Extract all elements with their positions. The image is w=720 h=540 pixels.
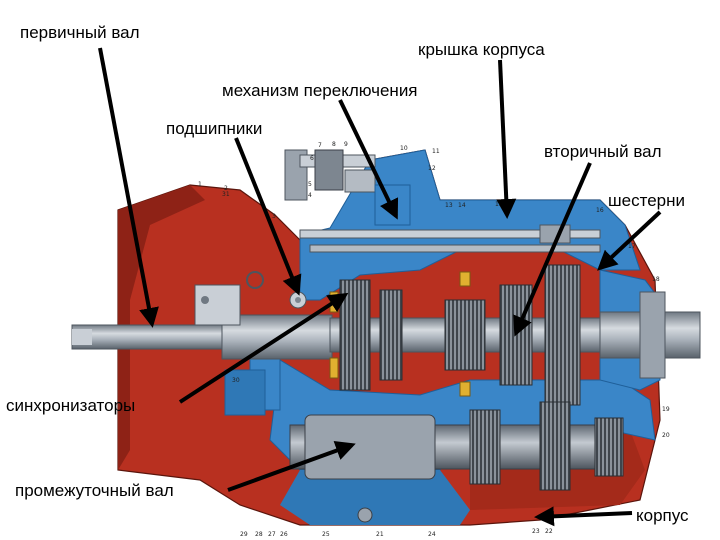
- label-secondary-shaft: вторичный вал: [544, 142, 662, 161]
- label-primary-shaft: первичный вал: [20, 23, 140, 42]
- part-number: 11: [432, 148, 440, 155]
- arrow-bearings: [234, 137, 302, 296]
- part-number: 26: [280, 531, 288, 538]
- part-number: 1: [198, 181, 202, 188]
- part-number: 29: [240, 531, 248, 538]
- part-number: 30: [232, 377, 240, 384]
- part-number: 18: [652, 276, 660, 283]
- part-number: 15: [495, 201, 503, 208]
- label-bearings: подшипники: [166, 119, 263, 138]
- part-number: 2: [224, 185, 228, 192]
- part-number: 17: [628, 243, 636, 250]
- part-number: 19: [662, 406, 670, 413]
- label-shift-mechanism: механизм переключения: [222, 81, 418, 100]
- arrow-secondary-shaft: [513, 162, 592, 337]
- input-shaft: [71, 314, 333, 360]
- label-countershaft: промежуточный вал: [15, 481, 174, 500]
- part-number: 14: [458, 202, 466, 209]
- countershaft: [289, 401, 624, 523]
- part-number: 5: [308, 181, 312, 188]
- part-number: 31: [222, 191, 230, 198]
- arrow-gears: [597, 210, 662, 271]
- label-housing-cover: крышка корпуса: [418, 40, 545, 59]
- part-number: 24: [428, 531, 436, 538]
- part-number: 12: [428, 165, 436, 172]
- label-gears: шестерни: [608, 191, 685, 210]
- part-number: 16: [596, 207, 604, 214]
- label-housing: корпус: [636, 506, 689, 525]
- arrow-countershaft: [227, 441, 356, 492]
- part-numbers: 1 2 3 4 5 6 7 8 9 10 11 12 13 14 15 16 1…: [198, 141, 670, 538]
- arrow-housing-cover: [496, 59, 517, 219]
- part-number: 20: [662, 432, 670, 439]
- part-number: 25: [322, 531, 330, 538]
- part-number: 9: [344, 141, 348, 148]
- part-number: 7: [318, 142, 322, 149]
- part-number: 3: [272, 213, 276, 220]
- arrow-housing: [534, 506, 633, 527]
- part-number: 22: [545, 528, 553, 535]
- part-number: 6: [310, 155, 314, 162]
- part-number: 4: [308, 192, 312, 199]
- leader-arrows: [98, 47, 662, 527]
- left-bracket: [194, 271, 264, 326]
- arrow-shift-mechanism: [338, 99, 399, 220]
- part-number: 28: [255, 531, 263, 538]
- label-synchronizers: синхронизаторы: [6, 396, 136, 415]
- arrow-synchronizers: [178, 292, 349, 404]
- part-number: 8: [332, 141, 336, 148]
- part-number: 10: [400, 145, 408, 152]
- part-number: 21: [376, 531, 384, 538]
- part-number: 13: [445, 202, 453, 209]
- arrow-primary-shaft: [98, 47, 159, 328]
- part-number: 23: [532, 528, 540, 535]
- part-number: 27: [268, 531, 276, 538]
- shift-mechanism: [284, 149, 601, 253]
